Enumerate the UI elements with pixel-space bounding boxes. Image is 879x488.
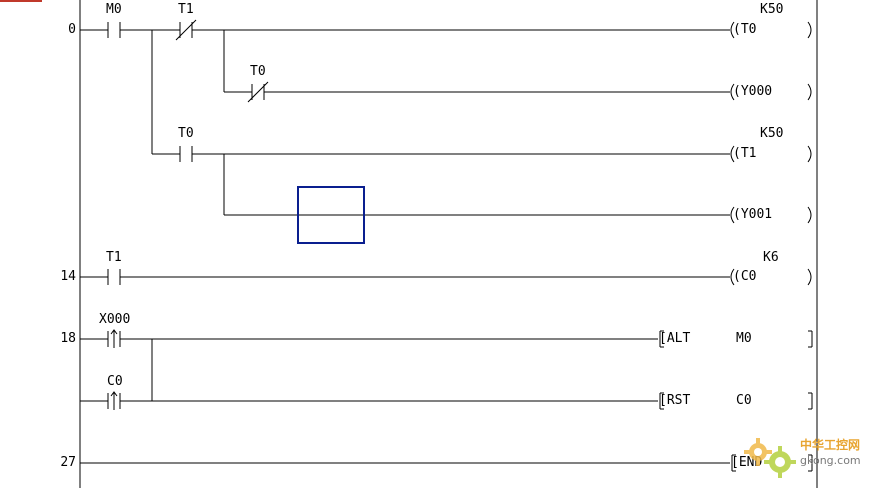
contact-t1-no[interactable] [107,269,121,285]
coil-y000-right [807,83,812,101]
watermark-brand: 中华工控网 [800,438,861,452]
coil-y000-label: (Y000 [733,84,773,99]
step-number-18: 18 [60,331,76,346]
coil-t1-label: (T1 [733,146,757,161]
coil-c0-label: (C0 [733,269,757,284]
gkong-watermark: 中华工控网 gkong.com [742,432,872,484]
instr-rst-label: [RST [659,393,691,408]
c0-preset: K6 [763,250,779,265]
coil-t1-right [807,145,812,163]
contact-m0[interactable] [107,22,121,38]
coil-t0-right [807,21,812,39]
coil-y001-left [730,206,735,224]
instr-alt-bracket [659,330,813,348]
coil-y000-left [730,83,735,101]
edit-cursor[interactable] [297,186,365,244]
coil-t1-left [730,145,735,163]
label-t1-no: T1 [106,250,122,265]
instr-end-bracket [731,454,813,472]
coil-y001-right [807,206,812,224]
label-t0-nc: T0 [250,64,266,79]
contact-x000-rising[interactable] [107,329,121,348]
coil-c0-left [730,268,735,286]
instr-alt-label: [ALT [659,331,691,346]
coil-t0-left [730,21,735,39]
step-number-0: 0 [68,22,76,37]
coil-y001-label: (Y001 [733,207,773,222]
instr-rst-bracket [659,392,813,410]
label-c0: C0 [107,374,123,389]
t1-preset: K50 [760,126,784,141]
top-red-marker [0,0,42,2]
step-number-14: 14 [60,269,76,284]
alt-operand: M0 [736,331,752,346]
contact-c0-rising[interactable] [107,391,121,410]
rst-operand: C0 [736,393,752,408]
label-x000: X000 [99,312,131,327]
label-t0-no: T0 [178,126,194,141]
coil-c0-right [807,268,812,286]
coil-t0-label: (T0 [733,22,757,37]
step-number-27: 27 [60,455,76,470]
label-m0: M0 [106,2,122,17]
contact-t0-no[interactable] [179,146,193,162]
t0-preset: K50 [760,2,784,17]
watermark-url: gkong.com [800,454,861,467]
label-t1-nc: T1 [178,2,194,17]
gear-icon [744,438,796,478]
